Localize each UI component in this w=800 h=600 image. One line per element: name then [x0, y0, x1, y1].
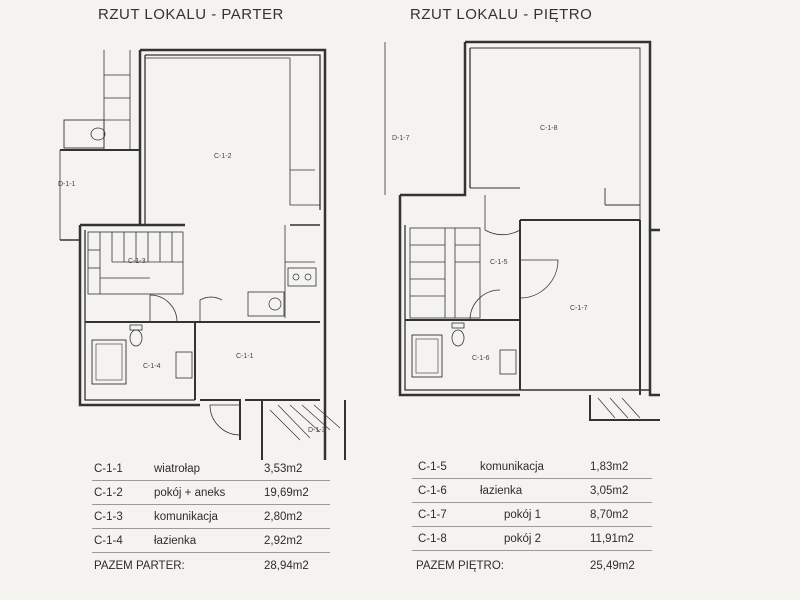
label-d13: D-1-3 [308, 427, 326, 434]
ground-floor-plan [59, 48, 346, 460]
label-c17: C-1-7 [570, 305, 588, 312]
table-row: C-1-7 pokój 1 8,70m2 [412, 504, 652, 527]
table-row: C-1-2 pokój + aneks 19,69m2 [92, 482, 330, 505]
table-row: C-1-3 komunikacja 2,80m2 [92, 506, 330, 529]
upper-total-row: PAZEM PIĘTRO: 25,49m2 [416, 560, 635, 572]
label-d17: D-1-7 [392, 135, 410, 142]
table-row: C-1-5 komunikacja 1,83m2 [412, 456, 652, 479]
label-c14: C-1-4 [143, 363, 161, 370]
label-c13: C-1-3 [128, 258, 146, 265]
table-row: C-1-4 łazienka 2,92m2 [92, 530, 330, 553]
table-row: C-1-1 wiatrołap 3,53m2 [92, 458, 330, 481]
label-c11: C-1-1 [236, 353, 254, 360]
floor-plans: C-1-2 C-1-3 C-1-4 C-1-1 D-1-1 D-1-3 D-1-… [58, 40, 660, 460]
label-c18: C-1-8 [540, 125, 558, 132]
ground-floor-title: RZUT LOKALU - PARTER [98, 6, 284, 23]
table-row: C-1-8 pokój 2 11,91m2 [412, 528, 652, 551]
label-c15: C-1-5 [490, 259, 508, 266]
upper-floor-plan [384, 40, 660, 421]
upper-area-table: C-1-5 komunikacja 1,83m2 C-1-6 łazienka … [412, 456, 652, 586]
label-c16: C-1-6 [472, 355, 490, 362]
label-c12: C-1-2 [214, 153, 232, 160]
upper-floor-title: RZUT LOKALU - PIĘTRO [410, 6, 593, 23]
ground-area-table: C-1-1 wiatrołap 3,53m2 C-1-2 pokój + ane… [92, 458, 330, 588]
label-d11: D-1-1 [58, 181, 76, 188]
ground-total-row: PAZEM PARTER: 28,94m2 [94, 560, 309, 572]
table-row: C-1-6 łazienka 3,05m2 [412, 480, 652, 503]
